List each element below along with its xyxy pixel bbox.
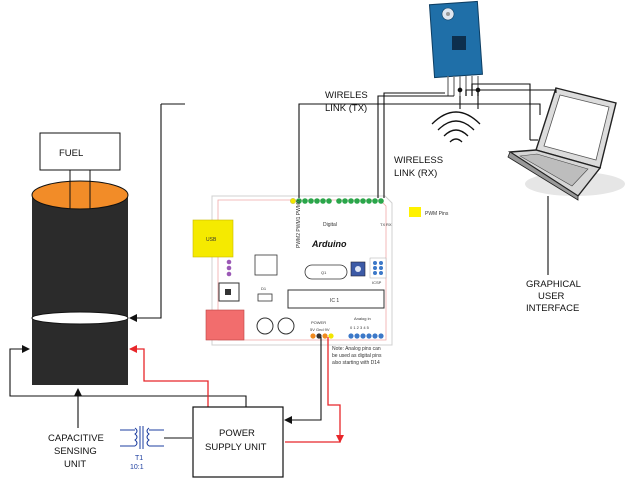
wireless-module — [428, 0, 483, 96]
module-pins — [447, 76, 479, 96]
analog-note-line1: Note: Analog pins can — [332, 346, 381, 352]
capacitive-label-line1: CAPACITIVE — [48, 433, 104, 444]
pwm-pin-labels: PWM2 PWM1 PWM0 — [296, 200, 302, 248]
arduino-logo-text: Arduino — [311, 239, 347, 249]
rx-pin-label: RX — [386, 222, 392, 227]
gui-label-line1: GRAPHICAL — [526, 279, 581, 290]
fuel-tank — [31, 180, 129, 385]
icsp-header: ICSP — [369, 257, 387, 285]
laptop-icon — [507, 87, 625, 201]
transformer-name: T1 — [135, 455, 143, 462]
fuel-label: FUEL — [59, 148, 83, 159]
psu-label-line1: POWER — [219, 428, 255, 439]
pwm-pins-label: PWM Pins — [425, 211, 449, 217]
q1-label: Q1 — [321, 270, 327, 275]
purple-pins — [226, 259, 232, 277]
usb-connector — [192, 219, 234, 258]
tx-pin-label: TX — [380, 222, 385, 227]
capacitive-label-line3: UNIT — [64, 459, 86, 470]
analog-header-label: Analog in — [354, 316, 371, 321]
transformer-icon — [120, 426, 164, 449]
wireless-tx-label-line1: WIRELES — [325, 90, 368, 101]
power-pin-labels: 5V Gnd 9V — [310, 327, 330, 332]
arduino-board: USB D1 Q1 IC 1 ICSP — [192, 195, 449, 366]
sensing-ring — [31, 311, 129, 325]
analog-pin-labels: 0 1 2 3 4 5 — [350, 325, 370, 330]
wireless-tx-label-line2: LINK (TX) — [325, 103, 367, 114]
capacitor-1 — [256, 317, 274, 335]
gui-label-line2: USER — [538, 291, 565, 302]
ic1-chip — [287, 289, 385, 309]
diode — [257, 293, 273, 302]
power-jack — [205, 309, 245, 341]
red-wires — [129, 337, 344, 443]
power-supply-unit: POWER SUPPLY UNIT — [192, 406, 284, 478]
fuel-box: FUEL — [39, 132, 121, 171]
pwm-marker — [409, 207, 421, 217]
psu-label-line2: SUPPLY UNIT — [205, 442, 267, 453]
analog-note-line2: be used as digital pins — [332, 353, 382, 359]
ic1-label: IC 1 — [330, 298, 339, 304]
icsp-label: ICSP — [372, 280, 382, 285]
crystal — [304, 264, 348, 280]
small-chip — [254, 254, 278, 276]
wireless-rx-label-line2: LINK (RX) — [394, 168, 437, 179]
analog-note-line3: also starting with D14 — [332, 360, 380, 366]
usb-label: USB — [206, 237, 217, 243]
black-wires — [9, 83, 557, 439]
capacitor-2 — [277, 317, 295, 335]
digital-label: Digital — [323, 222, 337, 228]
wireless-signal-icon — [431, 111, 481, 143]
d1-label: D1 — [261, 286, 267, 291]
wireless-rx-label-line1: WIRELESS — [394, 155, 443, 166]
digital-header — [290, 198, 384, 204]
power-header-label: POWER — [311, 320, 326, 325]
analog-header — [348, 333, 384, 339]
power-header — [310, 333, 334, 339]
fuel-surface — [31, 180, 129, 210]
capacitive-label-line2: SENSING — [54, 446, 97, 457]
transformer-ratio: 10:1 — [130, 464, 144, 471]
gui-label-line3: INTERFACE — [526, 303, 579, 314]
